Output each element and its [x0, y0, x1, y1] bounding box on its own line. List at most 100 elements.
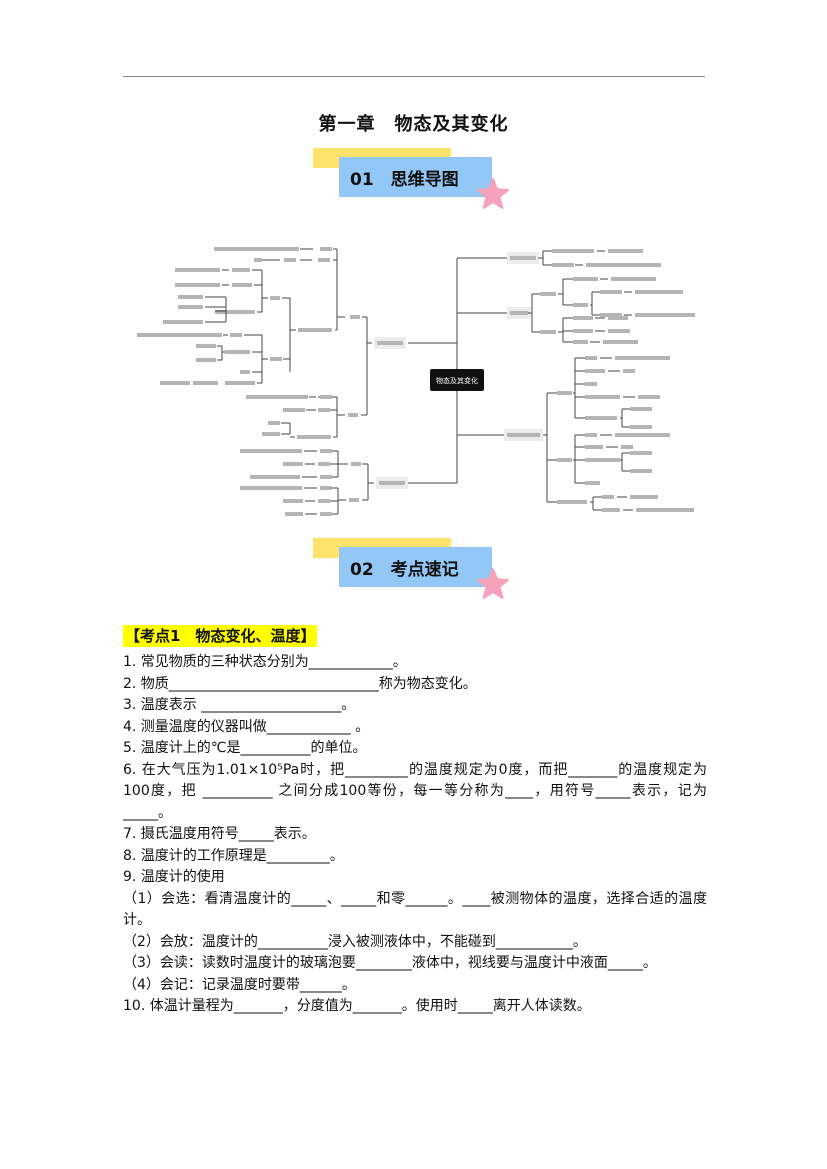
mindmap-node-label [350, 315, 360, 319]
mindmap-node-label [608, 249, 643, 253]
question-item: （2）会放：温度计的__________浸入被测液体中，不能碰到________… [123, 933, 587, 950]
mindmap-node-label [573, 303, 588, 307]
mindmap-node-label [225, 381, 255, 385]
mindmap-node-label [608, 329, 630, 333]
question-item: （3）会读：读数时温度计的玻璃泡要________液体中，视线要与温度计中液面_… [123, 955, 657, 971]
mindmap-node-label [507, 433, 540, 437]
mindmap-node-label [557, 391, 572, 395]
question-list: 1. 常见物质的三种状态分别为____________。 2. 物质______… [123, 652, 707, 1018]
mindmap-node-label [240, 449, 302, 453]
mindmap-node-label [377, 341, 403, 345]
mindmap-node-label [250, 475, 300, 479]
mindmap-node-label [573, 316, 593, 320]
mindmap-node-label [611, 277, 656, 281]
chapter-title: 第一章 物态及其变化 [318, 114, 509, 135]
mindmap-node-label [320, 512, 332, 516]
mindmap-node-label [585, 433, 597, 437]
question-item: 5. 温度计上的℃是__________的单位。 [123, 740, 367, 756]
mindmap-node-label [225, 350, 250, 354]
question-item: （1）会选：看清温度计的_____、_____和零______。____被测物体… [123, 890, 707, 929]
banner-title: 02 考点速记 [350, 560, 459, 580]
mindmap-node-label [602, 508, 620, 512]
mindmap-node-label [585, 481, 600, 485]
mindmap-node-label [510, 256, 536, 260]
mindmap-node-label [573, 277, 598, 281]
mindmap-node-label [585, 416, 617, 420]
mindmap-node-label [630, 407, 652, 411]
section-heading: 【考点1 物态变化、温度】 [123, 625, 318, 647]
mindmap-node-label [349, 498, 359, 502]
banner-key-points: 02 考点速记 [300, 538, 530, 599]
mindmap-node-label [193, 381, 218, 385]
mindmap-node-label [230, 333, 242, 337]
mindmap-node-label [318, 499, 330, 503]
banner-title: 01 思维导图 [350, 170, 459, 190]
mindmap-node-label [175, 268, 220, 272]
mindmap-node-label [285, 512, 303, 516]
mindmap-node-label [635, 313, 695, 317]
mindmap-node-label [623, 369, 635, 373]
mindmap-node-label [603, 340, 638, 344]
mindmap-node-label [557, 458, 572, 462]
mindmap-node-label [320, 449, 332, 453]
mindmap-node-label [318, 408, 330, 412]
mindmap-node-label [600, 290, 622, 294]
mindmap-node-label [283, 408, 305, 412]
mindmap-node-label [638, 395, 660, 399]
question-item: 2. 物质______________________________称为物态变… [123, 675, 477, 692]
mindmap-node-label [636, 508, 694, 512]
mindmap-node-label [351, 462, 361, 466]
mindmap-node-label [630, 495, 658, 499]
mindmap-node-label [178, 305, 203, 309]
mindmap-node-label [232, 283, 252, 287]
mindmap-node-label [254, 258, 262, 262]
mindmap-node-label [240, 370, 250, 374]
mindmap-node-label [215, 310, 255, 314]
banner-blue-box [339, 157, 492, 197]
mindmap-node-label [232, 268, 250, 272]
mindmap-node-label [573, 340, 588, 344]
mindmap-node-label [284, 258, 296, 262]
mindmap-node-label [585, 445, 603, 449]
mindmap-node-label [268, 421, 280, 425]
mindmap-node-label [178, 295, 203, 299]
mindmap-node-label [262, 432, 280, 436]
mindmap-node-label [196, 358, 216, 362]
mindmap-node-label [283, 462, 303, 466]
mindmap-node-label [320, 486, 332, 490]
mindmap-node-label [557, 500, 587, 504]
mindmap-node-label [270, 357, 282, 361]
mindmap-node-label [630, 469, 652, 473]
question-item: 8. 温度计的工作原理是_________。 [123, 847, 344, 864]
mindmap-node-label [621, 445, 633, 449]
question-item: 3. 温度表示 ____________________。 [123, 697, 356, 713]
mindmap-node-label [615, 433, 670, 437]
mindmap-node-label [320, 475, 332, 479]
header-rule [123, 76, 705, 77]
mindmap-node-label [160, 381, 190, 385]
star-icon [477, 178, 509, 209]
mindmap-node-label [320, 395, 332, 399]
mindmap-node-label [137, 333, 222, 337]
mindmap-node-label [163, 320, 203, 324]
mindmap-node-label [283, 499, 303, 503]
mindmap-node-label [552, 249, 594, 253]
mindmap-center-label: 物态及其变化 [436, 376, 478, 385]
mindmap-node-label [552, 263, 574, 267]
mindmap-node-label [540, 292, 556, 296]
mindmap-node-label [298, 328, 332, 332]
mindmap-node-label [600, 313, 622, 317]
mindmap-node-label [573, 329, 593, 333]
banner-blue-box [339, 547, 492, 587]
banner-mindmap: 01 思维导图 [300, 148, 530, 209]
mindmap-node-label [540, 330, 556, 334]
mindmap-node-label [175, 283, 220, 287]
mindmap-node-label [196, 344, 216, 348]
mindmap-node-label [630, 451, 652, 455]
question-item: 6. 在大气压为1.01×10⁵Pa时，把_________的温度规定为0度，而… [123, 761, 707, 821]
mindmap-node-label [297, 435, 331, 439]
question-item: 7. 摄氏温度用符号_____表示。 [123, 826, 316, 842]
mindmap-node-label [270, 296, 280, 300]
mindmap-node-label [630, 425, 652, 429]
mindmap-node-label [214, 247, 299, 251]
